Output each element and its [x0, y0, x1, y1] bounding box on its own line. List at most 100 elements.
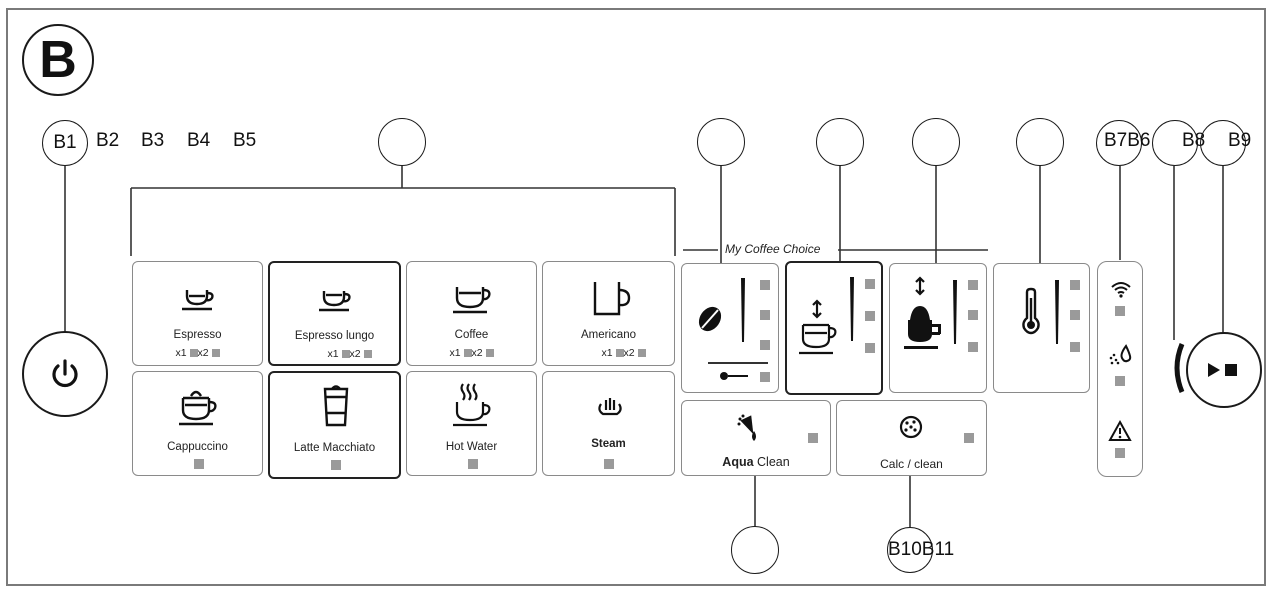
power-button[interactable]	[22, 331, 108, 417]
callout-b9-circle	[1200, 120, 1246, 166]
steam-led	[604, 459, 614, 469]
latte-macchiato-button[interactable]: Latte Macchiato	[268, 371, 401, 479]
espresso-lungo-cup-icon	[319, 291, 351, 312]
aqua-clean-button[interactable]: Aqua Clean	[681, 400, 831, 476]
my-coffee-choice-label: My Coffee Choice	[725, 242, 821, 256]
callout-b2: B2	[96, 130, 120, 151]
led-x1	[463, 349, 472, 358]
cappuccino-button[interactable]: Cappuccino	[132, 371, 263, 476]
steam-icon	[598, 398, 622, 416]
milk-led-1	[968, 280, 978, 290]
led-x1	[189, 349, 198, 358]
wifi-led	[1115, 306, 1125, 316]
callout-b1: B1	[53, 132, 77, 153]
callout-b9: B9	[1228, 130, 1252, 151]
led-x1	[615, 349, 624, 358]
milk-quantity-button[interactable]	[889, 263, 987, 393]
x2-label: x2	[197, 347, 209, 359]
diagram-frame	[6, 8, 1266, 586]
quantity-cup-icon	[799, 299, 837, 355]
x2-label: x2	[349, 348, 361, 360]
warning-icon	[1108, 419, 1132, 441]
quantity-led-2	[865, 311, 875, 321]
callout-drinks-circle	[378, 118, 426, 166]
temperature-button[interactable]	[993, 263, 1090, 393]
callout-b5: B5	[233, 130, 257, 151]
steam-button[interactable]: Steam	[542, 371, 675, 476]
x2-label: x2	[623, 347, 635, 359]
panel-letter-badge: B	[22, 24, 94, 96]
coffee-label: Coffee	[454, 329, 489, 341]
americano-button[interactable]: Americano x1 x2	[542, 261, 675, 366]
aqua-clean-led	[808, 433, 818, 443]
steam-label: Steam	[591, 438, 626, 450]
temperature-led-1	[1070, 280, 1080, 290]
hot-water-led	[468, 459, 478, 469]
strength-led-1	[760, 280, 770, 290]
callout-b7b6: B7B6	[1104, 130, 1151, 151]
americano-count: x1 x2	[543, 347, 674, 359]
callout-b8: B8	[1182, 130, 1206, 151]
thermometer-icon	[1022, 287, 1040, 335]
milk-scale-icon	[953, 280, 957, 344]
milk-led-2	[968, 310, 978, 320]
panel-letter: B	[39, 31, 77, 89]
espresso-label: Espresso	[173, 329, 222, 341]
start-stop-ring-arc	[1174, 343, 1185, 393]
callout-aqua-clean-circle	[731, 526, 779, 574]
power-icon	[52, 359, 78, 388]
calc-clean-button[interactable]: Calc / clean	[836, 400, 987, 476]
water-led	[1115, 376, 1125, 386]
espresso-lungo-button[interactable]: Espresso lungo x1 x2	[268, 261, 401, 366]
americano-mug-icon	[593, 282, 631, 316]
cappuccino-label: Cappuccino	[167, 441, 228, 453]
status-indicators-panel	[1097, 261, 1143, 477]
x1-label: x1	[327, 348, 339, 360]
led-x2	[211, 349, 220, 358]
calc-clean-led	[964, 433, 974, 443]
cappuccino-led	[194, 459, 204, 469]
milk-cup-icon	[904, 276, 941, 349]
hot-water-button[interactable]: Hot Water	[406, 371, 537, 476]
aqua-clean-filter-icon	[737, 414, 756, 441]
callout-b3: B3	[141, 130, 165, 151]
ground-coffee-led	[760, 372, 770, 382]
espresso-cup-icon	[182, 290, 214, 311]
latte-macchiato-led	[331, 460, 341, 470]
aqua-clean-label: Aqua Clean	[682, 455, 830, 469]
strength-led-2	[760, 310, 770, 320]
wifi-icon	[1111, 282, 1131, 298]
callout-b1-circle: B1	[42, 120, 88, 166]
water-drop-icon	[1109, 344, 1132, 365]
strength-scale-icon	[741, 278, 745, 342]
hot-water-label: Hot Water	[445, 441, 498, 453]
start-stop-button[interactable]	[1186, 332, 1262, 408]
callout-b10b11-circle	[887, 527, 933, 573]
ground-coffee-scoop-icon	[720, 372, 748, 380]
led-x2	[485, 349, 494, 358]
americano-label: Americano	[581, 329, 636, 341]
latte-macchiato-glass-icon	[323, 385, 349, 427]
coffee-count: x1 x2	[407, 347, 536, 359]
callout-strength-circle	[697, 118, 745, 166]
callout-b7b6-circle	[1096, 120, 1142, 166]
espresso-lungo-label: Espresso lungo	[294, 330, 375, 342]
callout-b8-circle	[1152, 120, 1198, 166]
latte-macchiato-label: Latte Macchiato	[293, 442, 376, 454]
strength-button[interactable]	[681, 263, 779, 393]
cappuccino-cup-icon	[179, 390, 217, 426]
quantity-scale-icon	[850, 277, 854, 341]
led-x2	[363, 350, 372, 359]
espresso-button[interactable]: Espresso x1 x2	[132, 261, 263, 366]
aqua-clean-label-bold: Aqua	[722, 455, 754, 469]
aqua-clean-label-rest: Clean	[753, 455, 790, 469]
coffee-button[interactable]: Coffee x1 x2	[406, 261, 537, 366]
temperature-led-2	[1070, 310, 1080, 320]
espresso-lungo-count: x1 x2	[270, 348, 399, 360]
callout-temp-circle	[1016, 118, 1064, 166]
coffee-bean-icon	[698, 306, 722, 332]
callout-b10b11: B10B11	[888, 539, 955, 560]
quantity-button[interactable]	[785, 261, 883, 395]
x1-label: x1	[175, 347, 187, 359]
